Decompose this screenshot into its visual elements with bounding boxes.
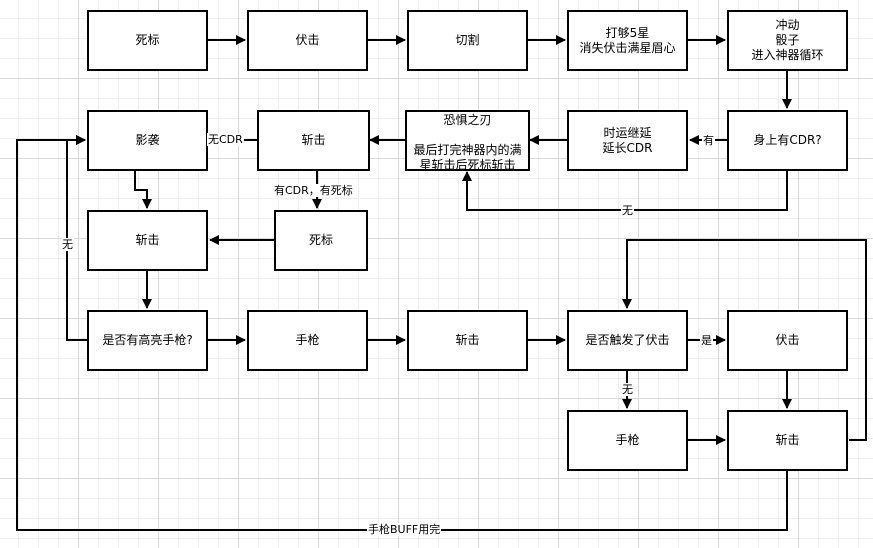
node-shenshang: 身上有CDR?: [727, 110, 848, 171]
node-shiyun: 时运继延 延长CDR: [567, 110, 688, 171]
node-kongju: 恐惧之刃 最后打完神器内的满星斩击后死标斩击: [405, 110, 530, 172]
node-zhanji-1: 斩击: [257, 110, 370, 171]
node-yingxi: 影袭: [87, 110, 208, 171]
node-chongdong: 冲动 骰子 进入神器循环: [727, 10, 848, 71]
edge-label-wu-cdr: 无CDR: [207, 133, 244, 146]
node-chufa: 是否触发了伏击: [567, 310, 688, 371]
node-fuji-2: 伏击: [727, 310, 848, 371]
node-zhanji-2: 斩击: [87, 210, 208, 271]
edge-label-you-cdr-sibiao: 有CDR，有死标: [273, 184, 354, 197]
edge-label-you: 有: [702, 134, 715, 147]
node-sibiao-1: 死标: [87, 10, 208, 71]
node-sibiao-2: 死标: [274, 210, 368, 271]
edge-yingxi-zhanji: [134, 170, 152, 209]
edge-buff-yingxi: [16, 135, 788, 531]
node-zhanji-3: 斩击: [407, 310, 528, 371]
node-dagou: 打够5星 消失伏击满星眉心: [567, 10, 688, 71]
node-zhanji-4: 斩击: [727, 410, 848, 471]
node-qiege: 切割: [407, 10, 528, 71]
edge-label-wu-bottom: 无: [621, 383, 634, 396]
edge-label-wu-right: 无: [621, 204, 634, 217]
edge-label-shi: 是: [700, 334, 713, 347]
node-gaoliang: 是否有高亮手枪?: [87, 310, 208, 371]
node-fuji-1: 伏击: [247, 10, 368, 71]
node-shouqiang-2: 手枪: [567, 410, 688, 471]
node-shouqiang-1: 手枪: [247, 310, 368, 371]
edge-label-wu-left: 无: [61, 238, 74, 251]
edge-zhanji-loop-chufa: [622, 239, 867, 441]
edge-label-buff: 手枪BUFF用完: [367, 523, 442, 536]
